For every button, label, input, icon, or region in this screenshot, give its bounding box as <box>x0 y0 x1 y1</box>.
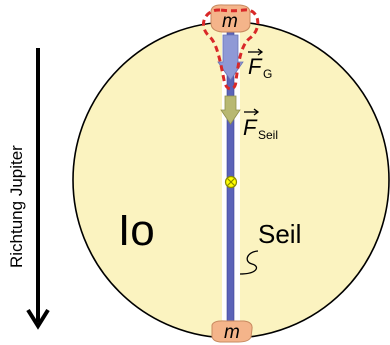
vector-arrowhead-rope <box>253 108 260 116</box>
mass-bottom-label: m <box>224 322 240 343</box>
selection-outline <box>202 8 260 91</box>
force-gravity-symbol: F <box>248 54 263 79</box>
rope-label-pointer <box>239 250 259 275</box>
force-rope-symbol: F <box>243 115 258 140</box>
center-marker-cross-b <box>227 178 235 186</box>
force-rope-arrow <box>220 95 241 125</box>
rope-label: Seil <box>258 219 301 249</box>
force-gravity-subscript: G <box>263 67 272 81</box>
mass-top <box>210 4 251 33</box>
force-gravity-arrow <box>217 34 244 81</box>
force-rope-subscript: Seil <box>258 128 278 142</box>
moon-label: Io <box>118 206 155 255</box>
mass-top-label: m <box>222 11 238 32</box>
force-gravity-label: F G <box>248 48 272 81</box>
vector-arrowhead-gravity <box>257 48 264 56</box>
mass-bottom <box>211 320 253 343</box>
direction-label: Richtung Jupiter <box>7 145 26 268</box>
force-rope-label: F Seil <box>243 108 278 142</box>
direction-arrow-head <box>26 308 50 330</box>
